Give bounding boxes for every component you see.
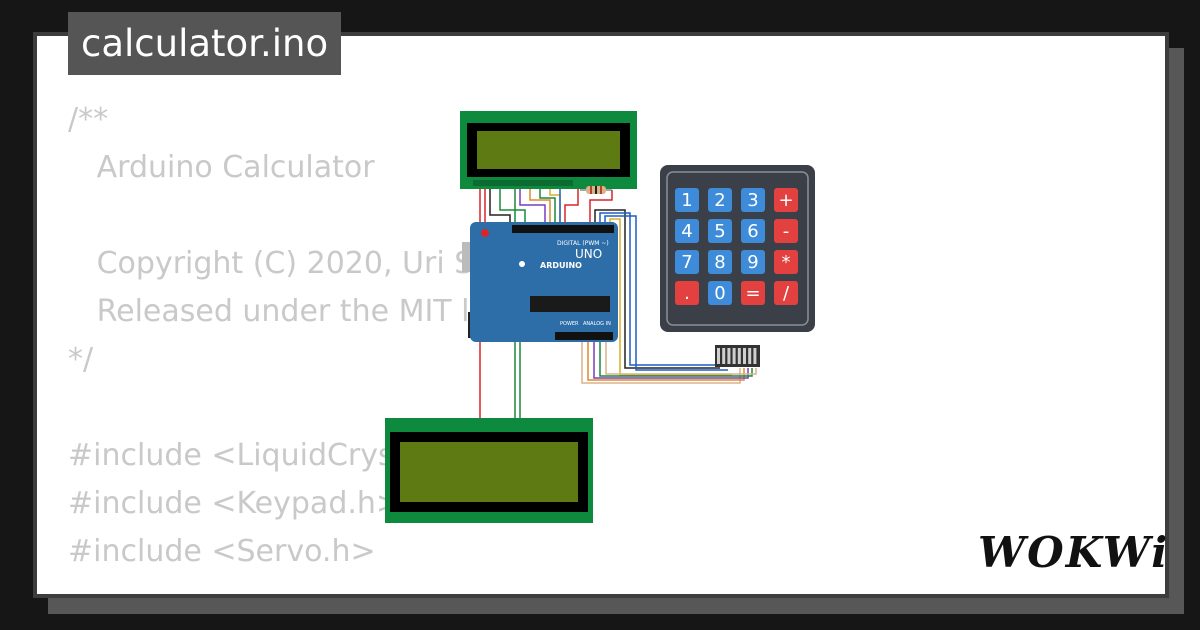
resistor[interactable] [580,186,612,194]
filename-tab[interactable]: calculator.ino [68,12,342,75]
keypad-key[interactable]: 6 [741,219,765,243]
keypad-pin [732,348,736,364]
code-line: Released under the MIT l [68,294,470,329]
code-line: Arduino Calculator [68,150,375,185]
keypad-pin [722,348,726,364]
keypad-key[interactable]: = [741,281,765,305]
keypad-key-label: / [783,283,790,304]
keypad-pin [727,348,731,364]
keypad-key[interactable]: 7 [675,250,699,274]
code-line: #include <Keypad.h> [68,486,402,521]
keypad-key-label: + [778,190,793,211]
keypad-key-label: 1 [681,190,692,211]
keypad-key[interactable]: 5 [708,219,732,243]
keypad-key[interactable]: 2 [708,188,732,212]
keypad-key[interactable]: 8 [708,250,732,274]
keypad-key[interactable]: 9 [741,250,765,274]
keypad-key[interactable]: 0 [708,281,732,305]
keypad-key-label: - [783,221,790,242]
keypad-key-label: 9 [747,252,758,273]
analog-label: ANALOG IN [583,321,611,327]
bottom-lcd[interactable] [385,418,593,523]
keypad-key[interactable]: 3 [741,188,765,212]
digital-label: DIGITAL (PWM ~) [557,240,609,247]
code-line: */ [68,342,94,377]
keypad-key-label: = [745,283,760,304]
keypad-key-label: 3 [747,190,758,211]
code-line: /** [68,102,109,137]
keypad-key[interactable]: + [774,188,798,212]
code-line: #include <Servo.h> [68,534,376,569]
keypad-pin [717,348,720,364]
keypad-key-label: 2 [714,190,725,211]
keypad-key[interactable]: / [774,281,798,305]
keypad-pin [748,348,752,364]
keypad-key-label: 0 [714,283,725,304]
wokwi-logo: WOKWi [978,528,1170,577]
keypad-key-label: 4 [681,221,692,242]
keypad-key-label: * [782,252,791,273]
keypad-key[interactable]: * [774,250,798,274]
top-lcd[interactable] [460,111,637,189]
code-line: #include <LiquidCrys [68,438,394,473]
power-label: POWER [560,321,579,327]
keypad-key-label: 5 [714,221,725,242]
keypad-key[interactable]: 1 [675,188,699,212]
keypad-pin [753,348,757,364]
keypad-key-label: 6 [747,221,758,242]
keypad-key-label: 7 [681,252,692,273]
keypad-key[interactable]: - [774,219,798,243]
arduino-uno-board[interactable]: DIGITAL (PWM ~) ARDUINO UNO POWER ANALOG… [462,222,618,342]
keypad-4x4[interactable]: 1 2 3 +4 5 6 - 7 8 9 *. 0 = / [660,165,815,367]
keypad-pin [743,348,746,364]
keypad-pin [737,348,741,364]
keypad-key-label: 8 [714,252,725,273]
arduino-brand: ARDUINO [540,261,582,270]
keypad-key[interactable]: 4 [675,219,699,243]
keypad-key[interactable]: . [675,281,699,305]
keypad-key-label: . [684,283,690,304]
arduino-model: UNO [575,247,602,261]
